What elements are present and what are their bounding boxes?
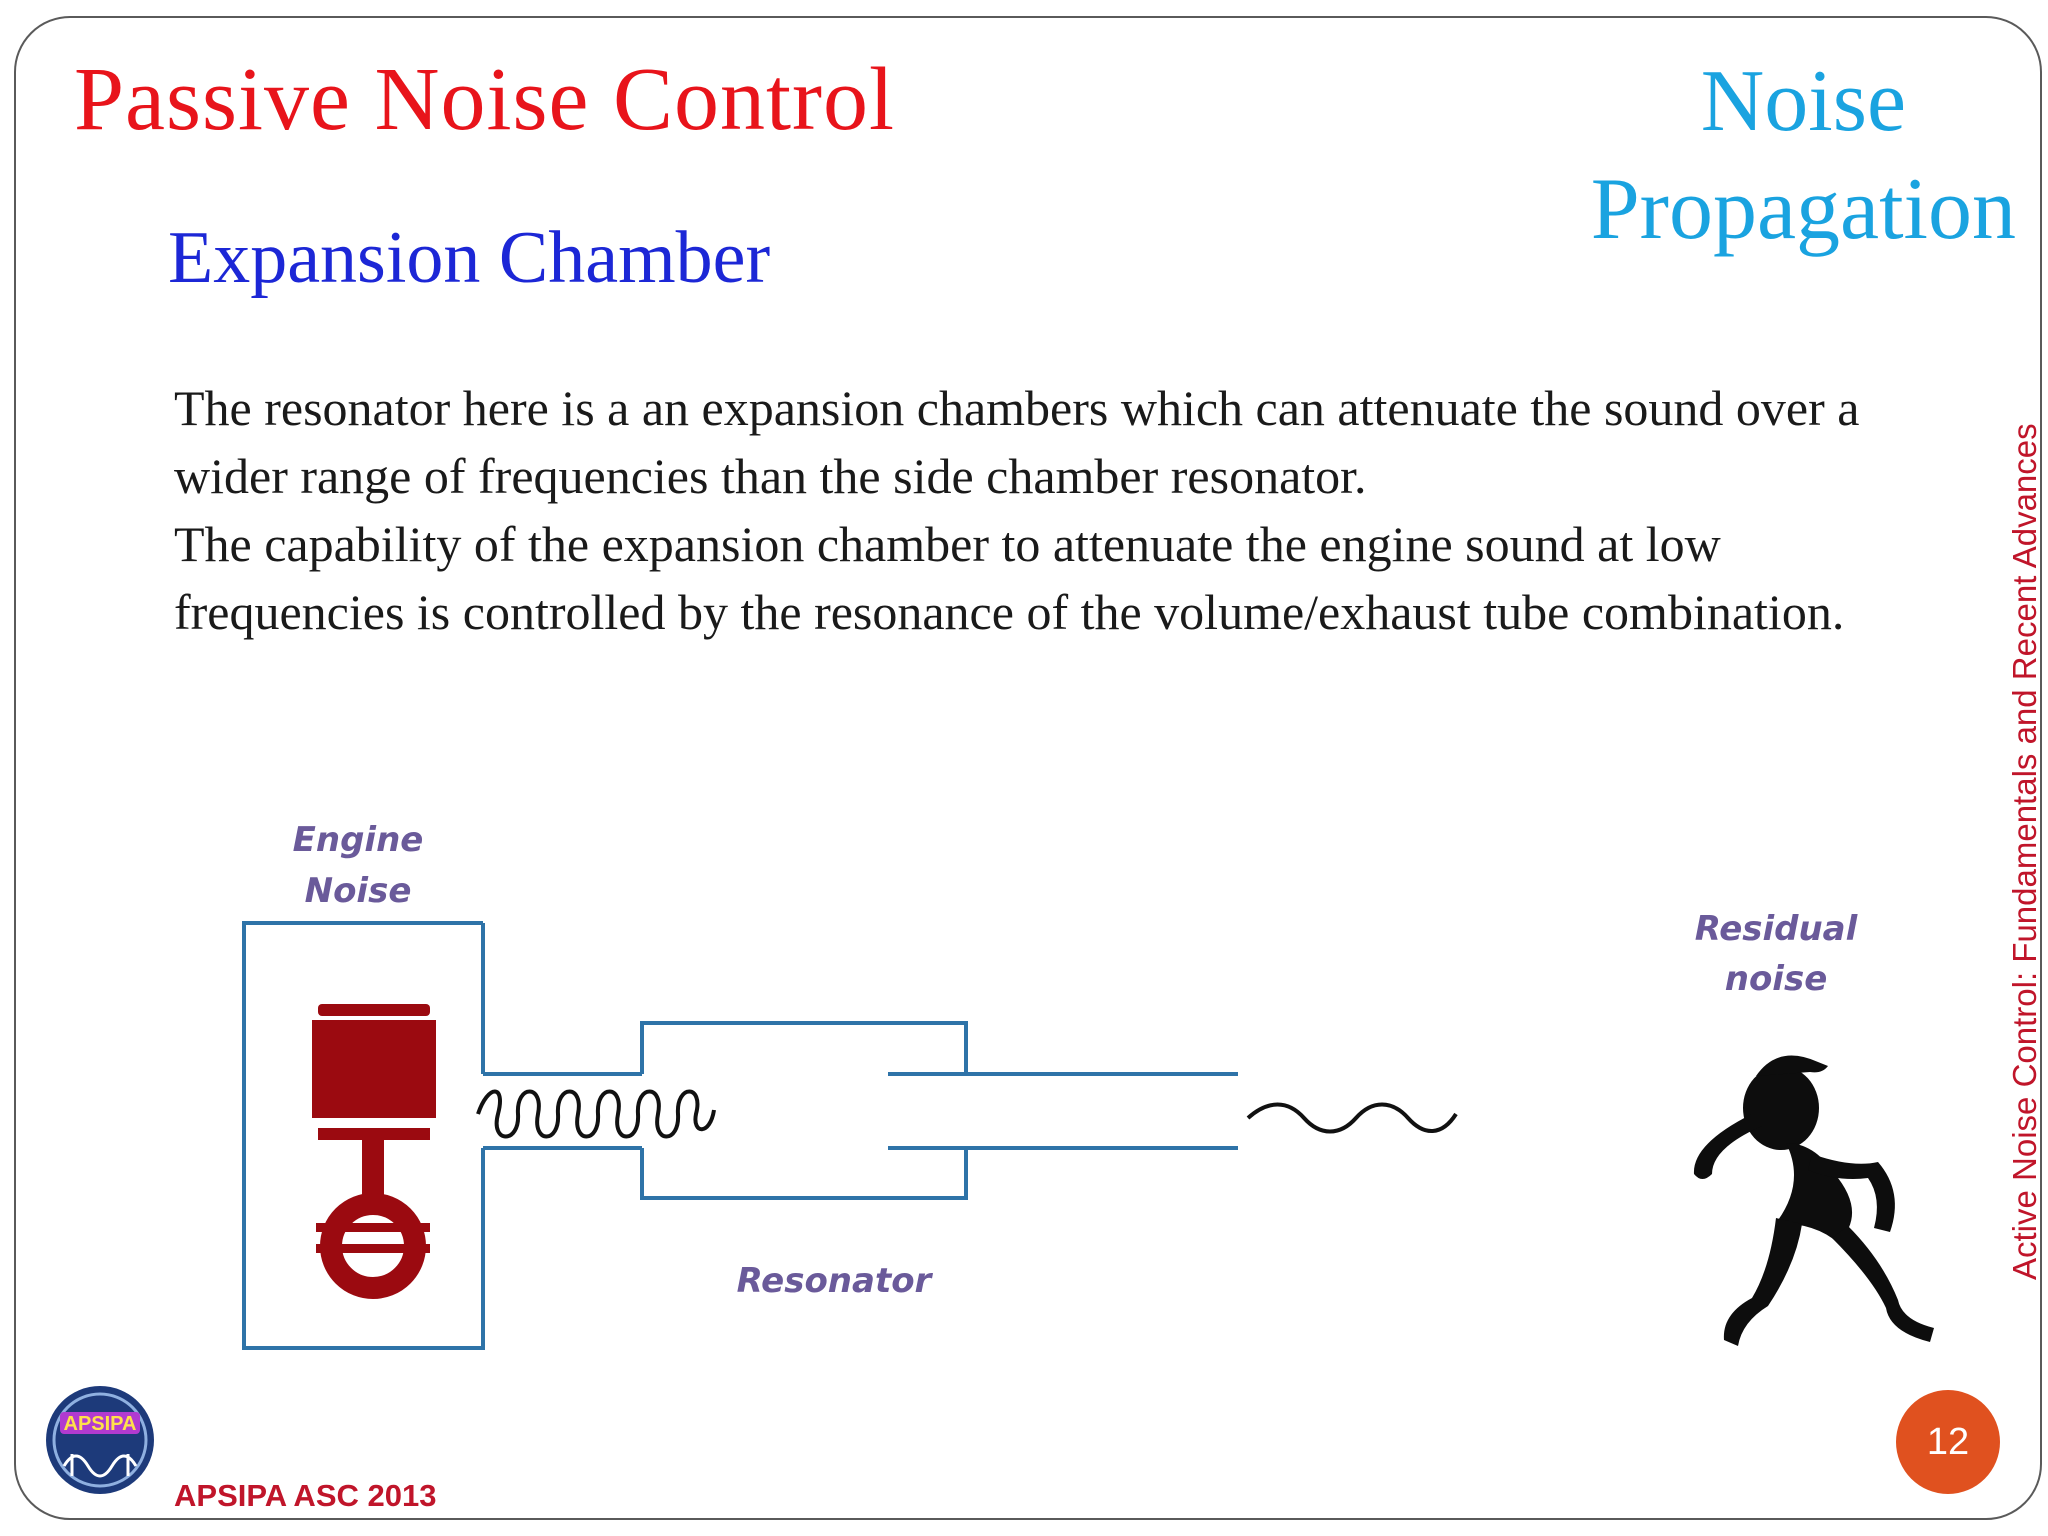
slide-title: Passive Noise Control	[74, 50, 895, 149]
side-label: Active Noise Control: Fundamentals and R…	[2006, 423, 2042, 1280]
slide: Passive Noise Control Noise Propagation …	[14, 16, 2042, 1520]
residual-wave-icon	[1246, 1102, 1458, 1134]
engine-label-line-2: Noise	[305, 871, 412, 911]
topic-line-2: Propagation	[1590, 161, 2016, 258]
topic-line-1: Noise	[1700, 53, 1907, 150]
expansion-chamber-diagram: Engine Noise Resonator Residual noise	[242, 820, 1934, 1350]
engine-box	[242, 921, 485, 1350]
engine-label-line-1: Engine	[293, 820, 424, 860]
topic-heading: Noise Propagation	[1591, 48, 2016, 264]
paragraph-1: The resonator here is a an expansion cha…	[174, 380, 1860, 504]
footer-label: APSIPA ASC 2013	[174, 1478, 437, 1513]
resonator-chamber	[640, 1021, 968, 1200]
apsipa-logo: APSIPA	[46, 1386, 154, 1494]
residual-label-line-2: noise	[1725, 959, 1828, 999]
person-covering-ears-icon	[1693, 1055, 1934, 1346]
body-text: The resonator here is a an expansion cha…	[174, 374, 1954, 646]
resonator-label: Resonator	[737, 1261, 934, 1301]
residual-label-line-1: Residual	[1695, 909, 1859, 949]
page-number-badge: 12	[1896, 1390, 2000, 1494]
piston-icon	[312, 1004, 436, 1299]
sound-coil-icon	[476, 1089, 716, 1139]
logo-text: APSIPA	[64, 1413, 137, 1435]
slide-subtitle: Expansion Chamber	[168, 217, 771, 299]
paragraph-2: The capability of the expansion chamber …	[174, 516, 1845, 640]
